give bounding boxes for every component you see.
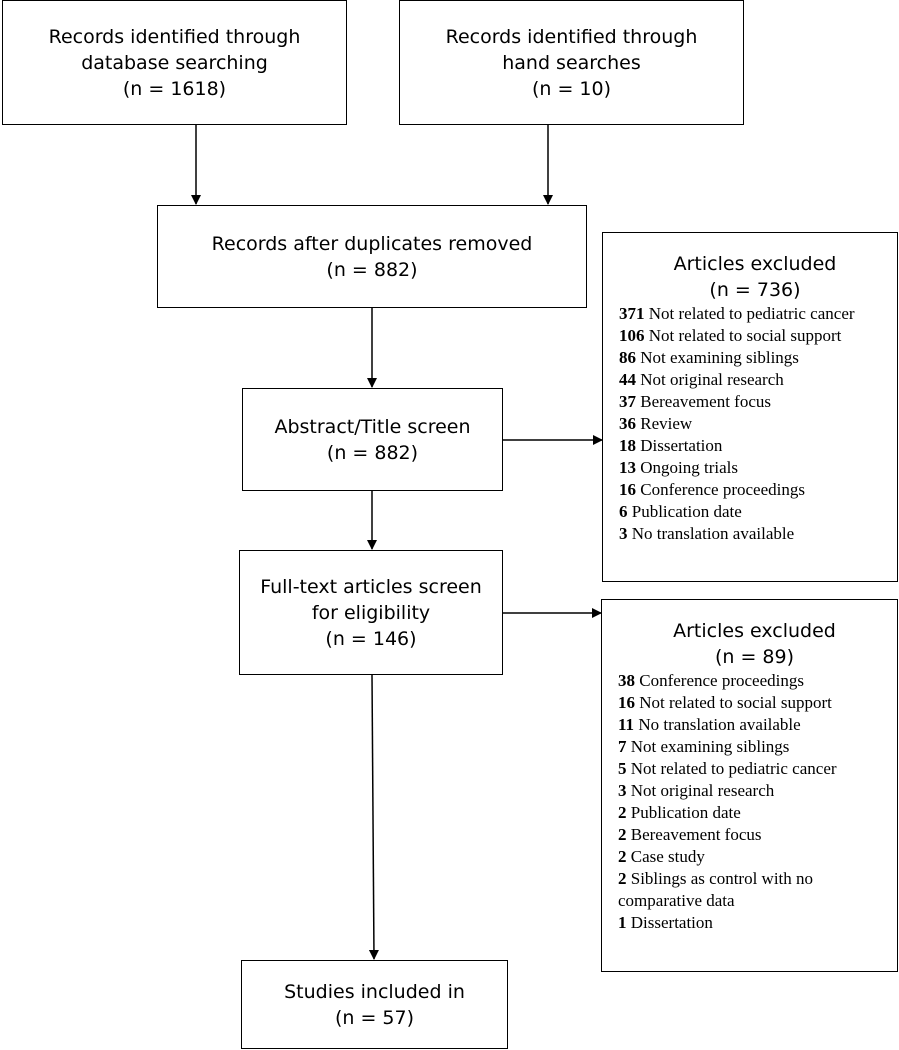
exclusions-abstract-title: Articles excluded xyxy=(673,253,837,275)
exclusion-count: 6 xyxy=(619,502,628,521)
exclusion-item: 3 No translation available xyxy=(619,523,891,545)
exclusion-count: 2 xyxy=(618,869,627,888)
exclusion-item: 5 Not related to pediatric cancer xyxy=(618,758,891,780)
exclusion-count: 3 xyxy=(619,524,628,543)
exclusion-count: 36 xyxy=(619,414,636,433)
abstract-screen-label: Abstract/Title screen xyxy=(274,415,471,438)
exclusion-reason: Not related to social support xyxy=(648,326,842,345)
arrow-fulltext-to-included xyxy=(368,674,379,960)
exclusion-count: 1 xyxy=(618,913,627,932)
exclusion-reason: Publication date xyxy=(630,803,741,822)
hand-search-line-1: Records identified through xyxy=(445,25,698,48)
included-box: Studies included in (n = 57) xyxy=(241,960,508,1049)
exclusion-reason: Not related to pediatric cancer xyxy=(648,304,855,323)
exclusion-count: 18 xyxy=(619,436,636,455)
exclusion-reason: Case study xyxy=(630,847,705,866)
exclusion-count: 7 xyxy=(618,737,627,756)
exclusions-fulltext-title: Articles excluded xyxy=(673,620,836,642)
fulltext-screen-count: (n = 146) xyxy=(325,627,417,650)
exclusions-abstract-count: (n = 736) xyxy=(709,279,801,301)
exclusion-count: 16 xyxy=(619,480,636,499)
exclusion-reason: Not related to social support xyxy=(639,693,832,712)
exclusion-item: 37 Bereavement focus xyxy=(619,391,891,413)
exclusion-item: 2 Bereavement focus xyxy=(618,824,891,846)
exclusion-count: 37 xyxy=(619,392,636,411)
exclusions-fulltext-list: 38 Conference proceedings 16 Not related… xyxy=(618,670,891,934)
exclusion-reason: Ongoing trials xyxy=(640,458,738,477)
exclusion-reason: Not related to pediatric cancer xyxy=(630,759,837,778)
exclusion-count: 11 xyxy=(618,715,635,734)
exclusion-item: 106 Not related to social support xyxy=(619,325,891,347)
hand-search-box: Records identified through hand searches… xyxy=(399,0,744,125)
exclusion-item: 38 Conference proceedings xyxy=(618,670,891,692)
exclusion-count: 38 xyxy=(618,671,635,690)
fulltext-screen-box: Full-text articles screen for eligibilit… xyxy=(239,550,503,675)
dedup-box: Records after duplicates removed (n = 88… xyxy=(157,205,587,308)
db-search-line-2: database searching xyxy=(81,51,268,74)
exclusion-reason: Bereavement focus xyxy=(640,392,771,411)
exclusion-reason: Dissertation xyxy=(640,436,723,455)
abstract-screen-count: (n = 882) xyxy=(326,441,419,464)
db-search-count: (n = 1618) xyxy=(122,77,227,100)
exclusion-reason: Review xyxy=(640,414,693,433)
exclusion-reason: No translation available xyxy=(631,524,795,543)
hand-search-line-2: hand searches xyxy=(502,51,641,74)
exclusion-count: 2 xyxy=(618,825,627,844)
exclusion-count: 86 xyxy=(619,348,636,367)
db-search-line-1: Records identified through xyxy=(48,25,301,48)
exclusions-fulltext-box: Articles excluded (n = 89) 38 Conference… xyxy=(601,599,898,972)
exclusion-count: 16 xyxy=(618,693,635,712)
exclusion-count: 13 xyxy=(619,458,636,477)
exclusions-fulltext-count: (n = 89) xyxy=(714,646,795,668)
db-search-box: Records identified through database sear… xyxy=(2,0,347,125)
exclusion-count: 2 xyxy=(618,847,627,866)
exclusion-reason: Not examining siblings xyxy=(640,348,799,367)
exclusion-item: 2 Publication date xyxy=(618,802,891,824)
exclusion-item: 36 Review xyxy=(619,413,891,435)
dedup-label: Records after duplicates removed xyxy=(211,232,533,255)
included-count: (n = 57) xyxy=(334,1006,415,1029)
exclusion-item: 2 Case study xyxy=(618,846,891,868)
exclusion-count: 3 xyxy=(618,781,627,800)
included-label: Studies included in xyxy=(284,980,465,1003)
exclusion-item: 44 Not original research xyxy=(619,369,891,391)
exclusion-item: 13 Ongoing trials xyxy=(619,457,891,479)
exclusion-count: 106 xyxy=(619,326,645,345)
exclusion-item: 7 Not examining siblings xyxy=(618,736,891,758)
exclusion-item: 11 No translation available xyxy=(618,714,891,736)
exclusion-reason: Conference proceedings xyxy=(639,671,804,690)
exclusion-reason: Not original research xyxy=(640,370,784,389)
exclusion-item: 86 Not examining siblings xyxy=(619,347,891,369)
exclusion-count: 2 xyxy=(618,803,627,822)
exclusion-reason: Siblings as control with no comparative … xyxy=(618,869,814,910)
exclusions-abstract-list: 371 Not related to pediatric cancer 106 … xyxy=(619,303,891,545)
exclusion-count: 44 xyxy=(619,370,636,389)
exclusion-reason: Conference proceedings xyxy=(640,480,805,499)
exclusion-item: 16 Not related to social support xyxy=(618,692,891,714)
exclusion-count: 371 xyxy=(619,304,645,323)
exclusion-item: 3 Not original research xyxy=(618,780,891,802)
exclusion-item: 18 Dissertation xyxy=(619,435,891,457)
exclusion-reason: Dissertation xyxy=(630,913,713,932)
exclusion-item: 6 Publication date xyxy=(619,501,891,523)
fulltext-screen-line-2: for eligibility xyxy=(311,601,431,624)
exclusion-reason: Not examining siblings xyxy=(630,737,790,756)
exclusions-abstract-box: Articles excluded (n = 736) 371 Not rela… xyxy=(602,232,898,582)
exclusion-reason: Publication date xyxy=(631,502,742,521)
exclusion-reason: Not original research xyxy=(630,781,775,800)
dedup-count: (n = 882) xyxy=(326,258,418,281)
exclusion-item: 371 Not related to pediatric cancer xyxy=(619,303,891,325)
exclusion-item: 2 Siblings as control with no comparativ… xyxy=(618,868,891,912)
exclusion-reason: Bereavement focus xyxy=(630,825,762,844)
exclusion-reason: No translation available xyxy=(638,715,801,734)
exclusion-item: 16 Conference proceedings xyxy=(619,479,891,501)
fulltext-screen-line-1: Full-text articles screen xyxy=(260,575,482,598)
exclusion-count: 5 xyxy=(618,759,627,778)
exclusion-item: 1 Dissertation xyxy=(618,912,891,934)
abstract-screen-box: Abstract/Title screen (n = 882) xyxy=(242,388,503,491)
hand-search-count: (n = 10) xyxy=(531,77,612,100)
